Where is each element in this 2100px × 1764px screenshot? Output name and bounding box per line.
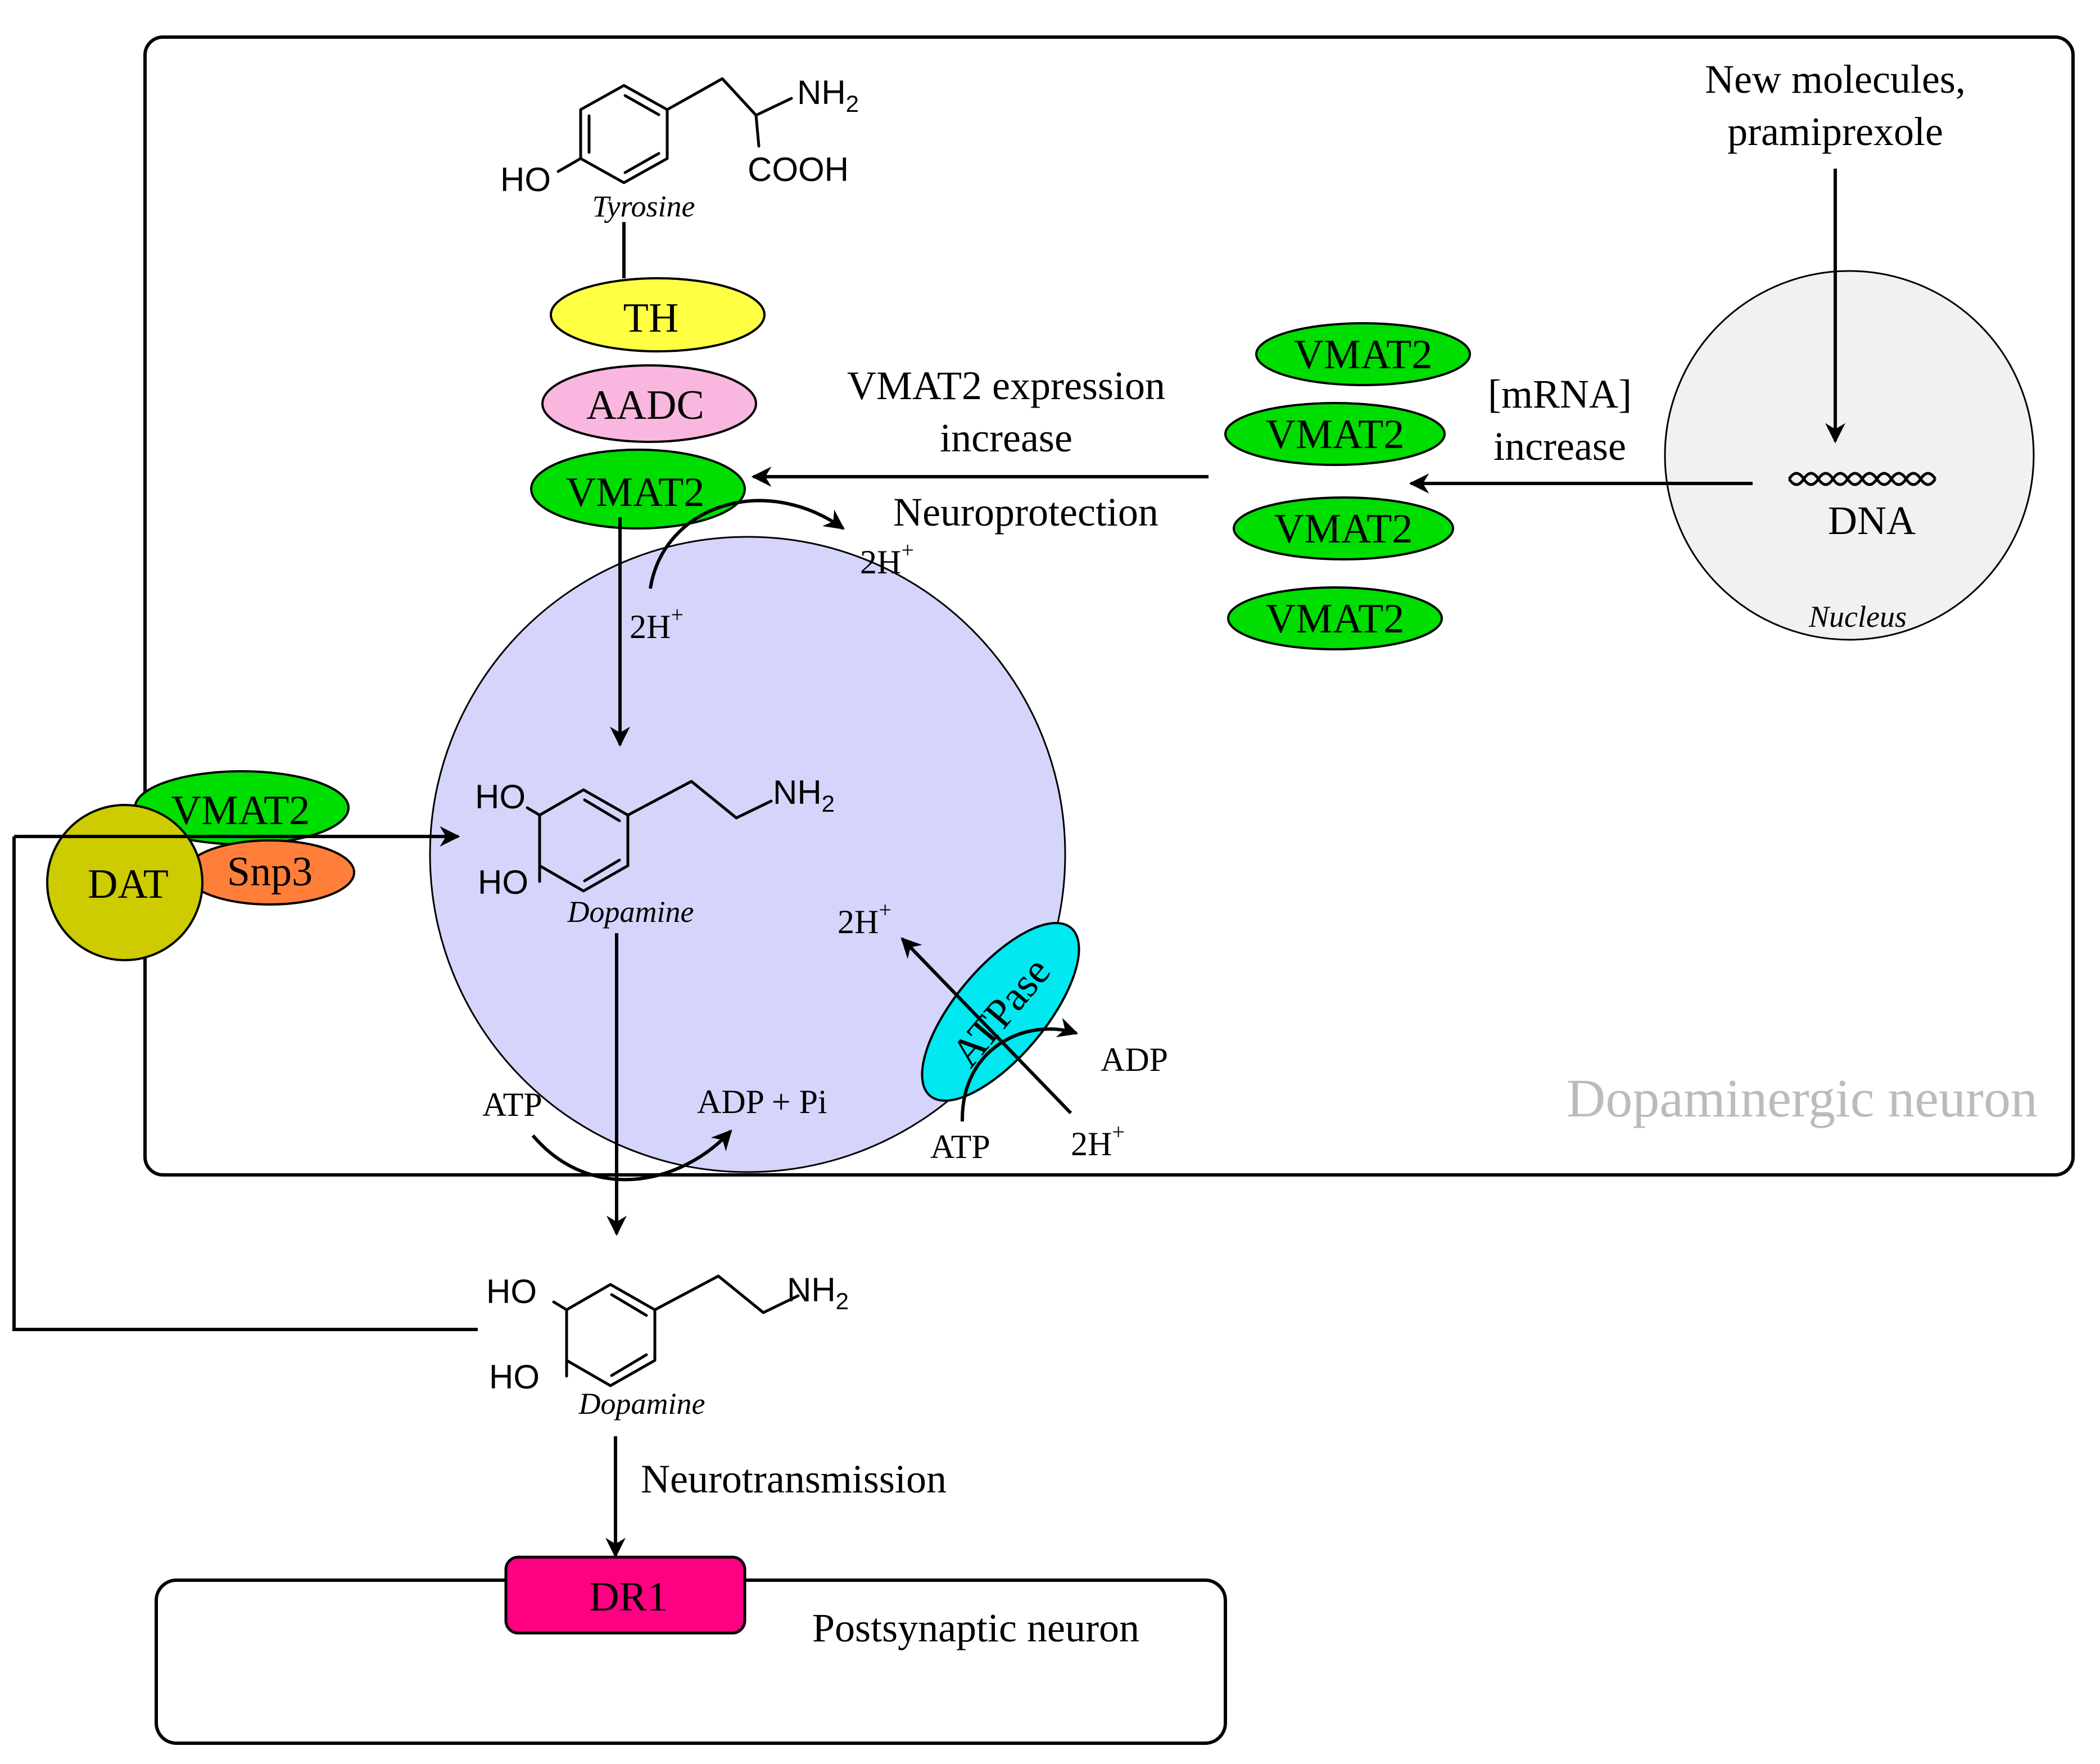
pramiprexole-label: pramiprexole — [1727, 109, 1943, 154]
new-molecules-label: New molecules, — [1705, 57, 1966, 102]
dopaminergic-neuron-boundary — [143, 35, 2075, 1177]
dat-transporter — [46, 804, 203, 961]
nucleus-label: Nucleus — [1808, 600, 1907, 634]
vmat2-cluster-2 — [1224, 402, 1446, 466]
atpase-proton-base: 2H — [838, 903, 879, 940]
th-enzyme-label: TH — [623, 295, 679, 341]
proton-out-base: 2H — [860, 544, 901, 581]
vesicle-atp-label: ATP — [482, 1086, 542, 1123]
snp3-label: Snp3 — [227, 849, 313, 895]
tyrosine-nh2-base: NH — [797, 74, 846, 111]
neurotransmission-label: Neurotransmission — [641, 1457, 947, 1501]
atpase-proton-label: 2H+ — [838, 897, 891, 940]
vmat2-cluster-1 — [1255, 322, 1471, 386]
vesicle-dopamine-ho1: HO — [475, 778, 526, 816]
atpase-pump — [921, 922, 1080, 1102]
vmat2-cluster-3-label: VMAT2 — [1274, 506, 1413, 552]
proton-in-label: 2H+ — [630, 602, 684, 645]
neuroprotection-label: Neuroprotection — [893, 490, 1158, 535]
vesicle-dopamine-ho2: HO — [478, 863, 528, 901]
tyrosine-ho-label: HO — [500, 161, 551, 198]
tyrosine-nh2-label: NH2 — [797, 74, 859, 117]
cleft-dopamine-structure-icon — [552, 1274, 800, 1387]
vmat2-cluster-3 — [1233, 496, 1454, 560]
atpase-adp-label: ADP — [1101, 1041, 1168, 1078]
tyrosine-label: Tyrosine — [592, 189, 695, 223]
atpase-atp-label: ATP — [930, 1128, 990, 1165]
proton-antiport-arrow — [649, 499, 845, 589]
vmat2-expression-label: VMAT2 expression — [847, 363, 1165, 408]
tyrosine-nh2-sub: 2 — [846, 91, 859, 117]
proton-in-base: 2H — [630, 608, 671, 645]
synaptic-vesicle — [429, 536, 1066, 1173]
vesicle-dopamine-nh2-sub: 2 — [822, 790, 835, 817]
postsynaptic-neuron-label: Postsynaptic neuron — [812, 1605, 1139, 1650]
dna-label: DNA — [1828, 498, 1916, 543]
vesicle-atp-arrow — [531, 1129, 732, 1182]
cleft-dopamine-nh2-sub: 2 — [836, 1288, 849, 1314]
vmat2-cluster-4-label: VMAT2 — [1266, 596, 1405, 642]
vmat2-cluster-1-label: VMAT2 — [1294, 332, 1433, 378]
reuptake-path — [12, 836, 478, 1331]
atpase-proton-arrow — [900, 937, 1072, 1115]
atpase-proton-out-base: 2H — [1071, 1125, 1112, 1163]
atpase-atp-arrow — [960, 1017, 1079, 1122]
tyrosine-structure-icon — [556, 77, 793, 184]
dr1-receptor-label: DR1 — [589, 1574, 668, 1620]
mrna-label: [mRNA] — [1488, 372, 1632, 417]
cleft-dopamine-ho1: HO — [486, 1273, 537, 1310]
vmat2-cluster: VMAT2 VMAT2 VMAT2 VMAT2 — [1224, 322, 1471, 650]
atpase-proton-out-sup: + — [1112, 1119, 1125, 1145]
aadc-enzyme — [541, 364, 757, 443]
mrna-increase-label: increase — [1493, 424, 1626, 469]
cleft-dopamine-label: Dopamine — [578, 1387, 705, 1421]
vmat2-cluster-4 — [1227, 586, 1443, 650]
atpase-proton-sup: + — [879, 897, 891, 922]
dat-transporter-label: DAT — [88, 861, 169, 907]
membrane-vmat2-label: VMAT2 — [171, 788, 310, 834]
tyrosine-cooh-label: COOH — [748, 151, 849, 188]
cleft-dopamine-nh2-base: NH — [787, 1271, 836, 1309]
th-enzyme — [550, 277, 766, 352]
vmat2-cluster-2-label: VMAT2 — [1266, 411, 1405, 458]
cleft-dopamine-nh2: NH2 — [787, 1271, 849, 1314]
vmat2-expression-increase-label: increase — [940, 415, 1072, 460]
dopamine-structure-icon — [526, 780, 773, 893]
vesicle-dopamine-nh2-base: NH — [773, 774, 822, 811]
vmat2-vesicle-transporter-label: VMAT2 — [566, 469, 705, 515]
dna-helix-icon — [1787, 472, 1937, 486]
cleft-dopamine-ho2: HO — [489, 1358, 540, 1396]
aadc-enzyme-label: AADC — [586, 382, 704, 428]
vesicle-dopamine-label: Dopamine — [567, 895, 694, 929]
nucleus — [1664, 270, 2035, 641]
dopaminergic-neuron-label: Dopaminergic neuron — [1567, 1068, 2038, 1128]
proton-in-sup: + — [671, 602, 684, 627]
atpase-proton-out-label: 2H+ — [1071, 1119, 1125, 1163]
vesicle-dopamine-nh2: NH2 — [773, 774, 835, 817]
dr1-receptor — [504, 1555, 746, 1635]
vmat2-vesicle-transporter — [530, 449, 746, 530]
proton-out-label: 2H+ — [860, 537, 914, 581]
vesicle-adp-pi-label: ADP + Pi — [697, 1083, 827, 1120]
proton-out-sup: + — [901, 537, 914, 563]
